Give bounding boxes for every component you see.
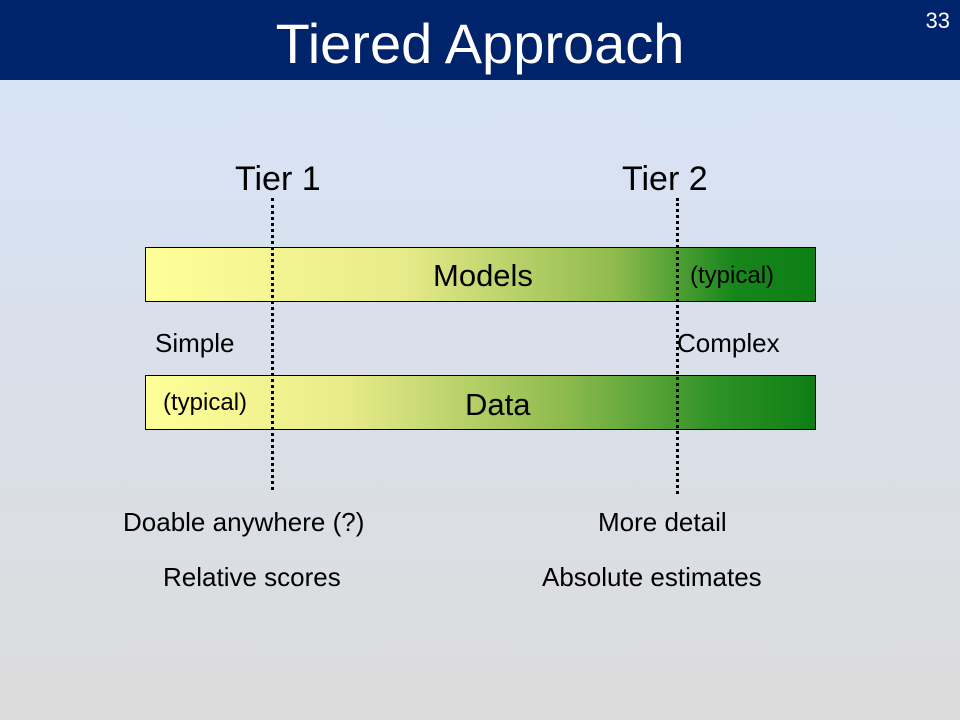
data-bar — [145, 375, 816, 430]
tier-1-label: Tier 1 — [235, 160, 321, 198]
models-bar — [145, 247, 816, 302]
tier-2-note-1: More detail — [598, 507, 727, 537]
tier-2-note-2: Absolute estimates — [542, 562, 762, 592]
tier-2-divider — [676, 198, 679, 494]
slide-title: Tiered Approach — [275, 12, 685, 75]
title-bar — [0, 0, 960, 80]
models-label: Models — [433, 258, 533, 293]
tier-2-label: Tier 2 — [622, 160, 708, 198]
scale-complex-label: Complex — [677, 328, 780, 358]
tier-1-note-1: Doable anywhere (?) — [123, 507, 365, 537]
data-label: Data — [465, 387, 531, 422]
scale-simple-label: Simple — [155, 328, 235, 358]
tier-1-divider — [271, 198, 274, 490]
page-number: 33 — [925, 8, 950, 33]
models-typical-note: (typical) — [690, 262, 775, 289]
tier-1-note-2: Relative scores — [163, 562, 341, 592]
data-typical-note: (typical) — [163, 389, 248, 416]
